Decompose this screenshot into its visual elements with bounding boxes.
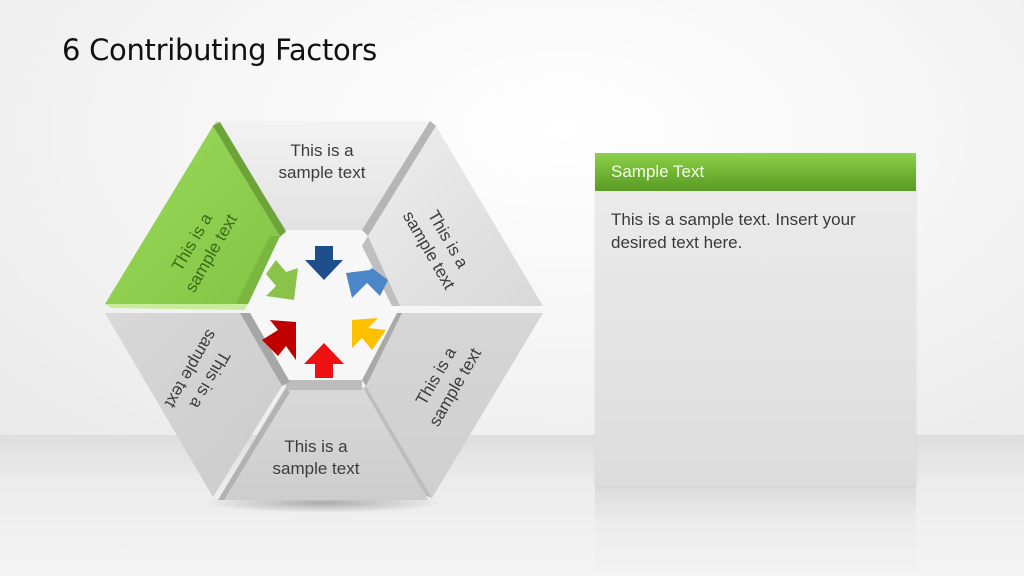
slide-title: 6 Contributing Factors bbox=[62, 33, 377, 67]
card-reflection bbox=[595, 486, 916, 576]
arrow-up-right-icon bbox=[262, 320, 296, 360]
segment-lower-left[interactable] bbox=[105, 313, 290, 497]
arrow-down-icon bbox=[305, 246, 343, 280]
label-line-1: This is a bbox=[290, 141, 354, 160]
segment-top-label: This is a sample text bbox=[252, 140, 392, 184]
segment-upper-right[interactable] bbox=[362, 126, 543, 306]
arrow-up-left-icon bbox=[352, 318, 386, 350]
segment-upper-left-highlighted[interactable] bbox=[105, 122, 286, 310]
arrow-down-right-icon bbox=[266, 260, 298, 300]
segment-bottom[interactable] bbox=[218, 380, 428, 500]
label-line-1: This is a bbox=[284, 437, 348, 456]
card-body-text: This is a sample text. Insert your desir… bbox=[611, 210, 856, 252]
segment-bottom-label: This is a sample text bbox=[246, 436, 386, 480]
text-card: Sample Text This is a sample text. Inser… bbox=[595, 153, 916, 486]
arrow-down-left-icon bbox=[346, 268, 388, 298]
label-line-2: sample text bbox=[272, 459, 360, 478]
segment-lower-right[interactable] bbox=[361, 313, 543, 498]
card-header: Sample Text bbox=[595, 153, 916, 191]
arrow-up-icon bbox=[304, 343, 344, 378]
label-line-2: sample text bbox=[278, 163, 366, 182]
